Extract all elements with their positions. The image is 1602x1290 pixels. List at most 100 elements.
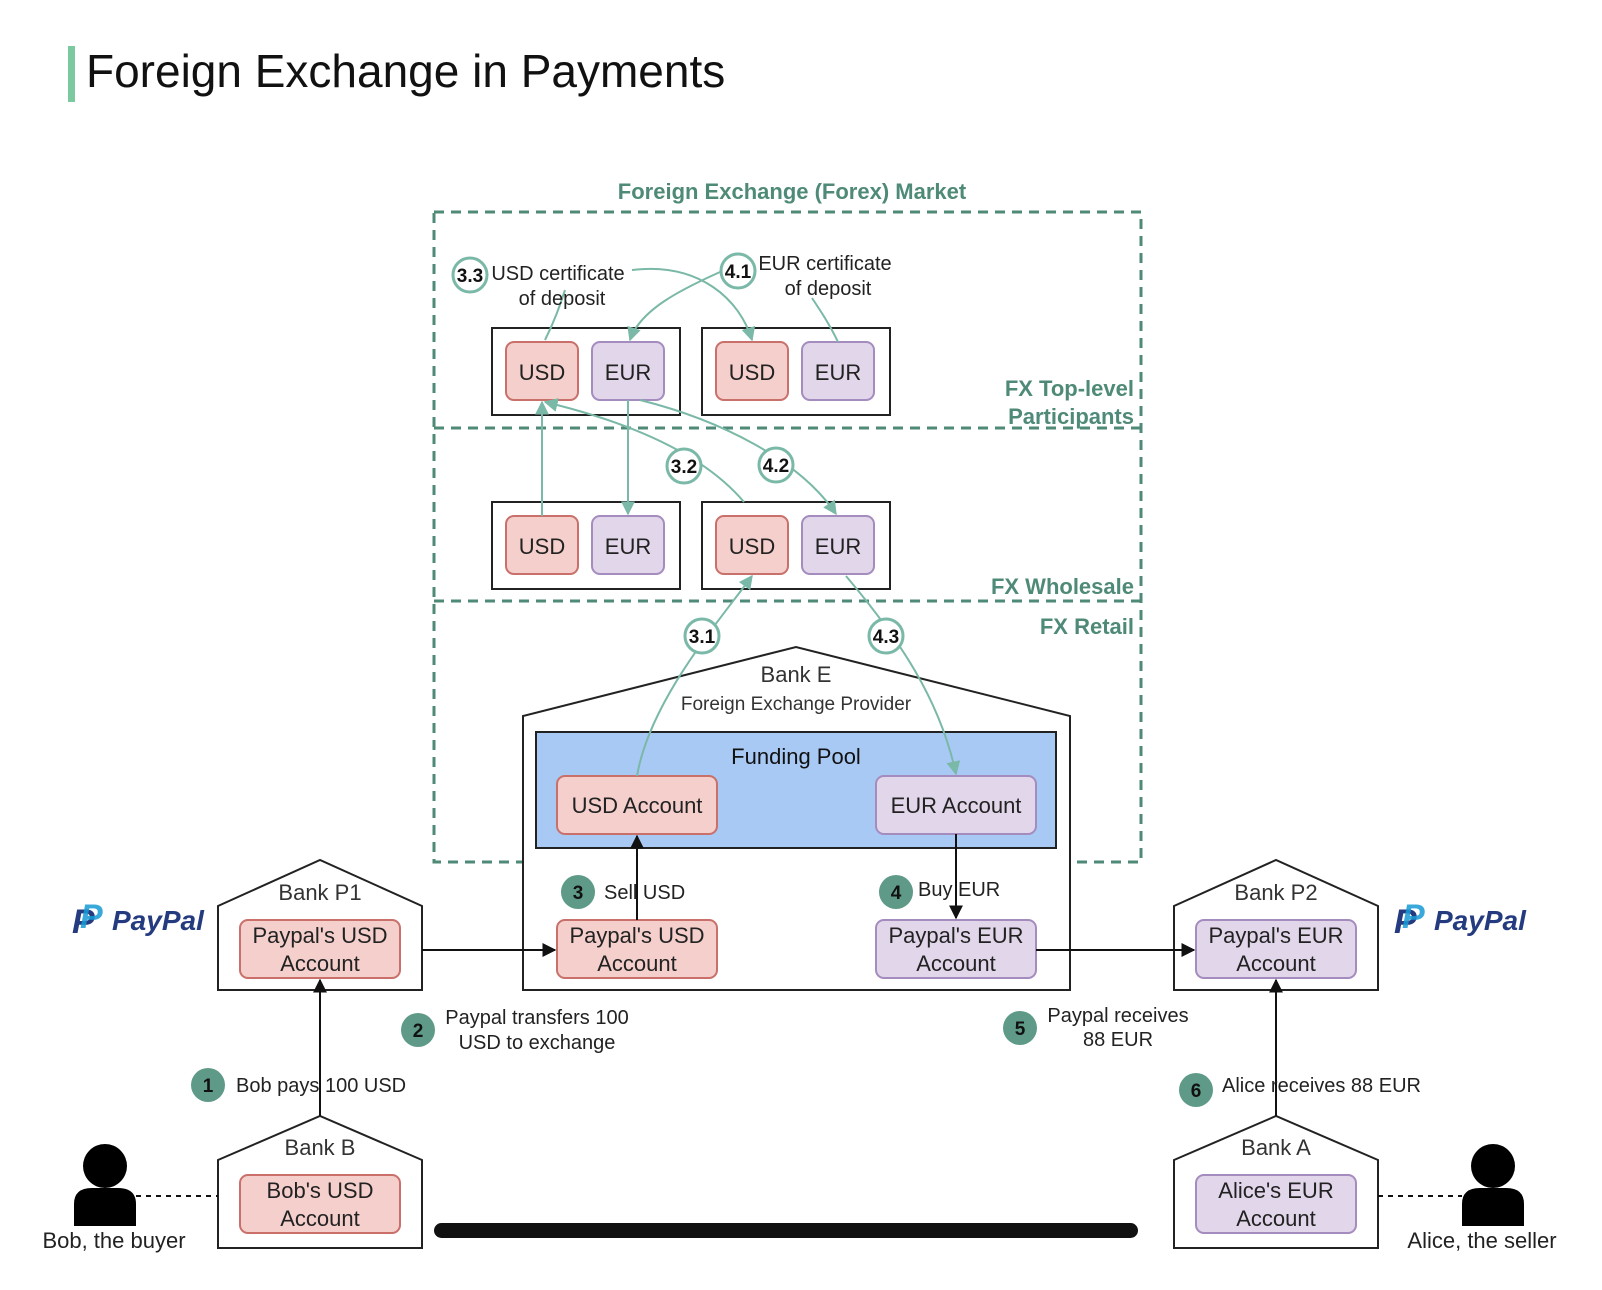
fx-arrows: [535, 267, 961, 777]
home-indicator[interactable]: [434, 1223, 1138, 1238]
wholesale-bank-right: USD EUR: [701, 501, 891, 590]
usd-label: USD: [519, 360, 565, 385]
svg-text:4.2: 4.2: [763, 456, 789, 477]
paypal-wordmark-left: PayPal: [112, 905, 205, 936]
bank-p2-name: Bank P2: [1234, 880, 1317, 905]
bob-usd-account-line2: Account: [280, 1206, 360, 1231]
badge-3: 3: [561, 875, 595, 909]
badge-6: 6: [1179, 1073, 1213, 1107]
svg-text:6: 6: [1191, 1081, 1202, 1102]
badge-4-3: 4.3: [867, 617, 905, 655]
svg-text:P: P: [1402, 898, 1425, 936]
badge-2: 2: [401, 1013, 435, 1047]
bank-p1-name: Bank P1: [278, 880, 361, 905]
alice-eur-account-line2: Account: [1236, 1206, 1316, 1231]
bank-a: Bank A Alice's EUR Account: [1173, 1114, 1379, 1249]
page-title: Foreign Exchange in Payments: [86, 45, 726, 97]
fx-wholesale-label: FX Wholesale: [991, 574, 1134, 599]
badge-4: 4: [879, 875, 913, 909]
svg-text:P: P: [80, 898, 103, 936]
person-icon: [1462, 1144, 1524, 1226]
step-5-label-1: Paypal receives: [1047, 1005, 1188, 1027]
step-3-3-label-1: USD certificate: [491, 263, 624, 285]
svg-text:3: 3: [573, 883, 584, 904]
svg-text:3.1: 3.1: [689, 627, 716, 648]
step-1-label: Bob pays 100 USD: [236, 1075, 406, 1097]
bank-e-paypal-usd-line1: Paypal's USD: [569, 923, 704, 948]
fx-top-level-label-1: FX Top-level: [1005, 376, 1134, 401]
badge-4-2: 4.2: [757, 446, 795, 484]
usd-account-label: USD Account: [572, 793, 703, 818]
paypal-logo-left: P P PayPal: [72, 898, 205, 941]
usd-label: USD: [519, 534, 565, 559]
badge-5: 5: [1003, 1011, 1037, 1045]
title-accent-bar: [68, 46, 75, 102]
bank-p1-account-line1: Paypal's USD: [252, 923, 387, 948]
svg-text:4.3: 4.3: [873, 627, 899, 648]
step-2-label-2: USD to exchange: [459, 1032, 616, 1054]
step-4-1-label-1: EUR certificate: [758, 253, 891, 275]
svg-text:4: 4: [891, 883, 902, 904]
bank-e-subtitle: Foreign Exchange Provider: [681, 694, 912, 715]
bank-e-paypal-usd-line2: Account: [597, 951, 677, 976]
badge-1: 1: [191, 1068, 225, 1102]
usd-label: USD: [729, 360, 775, 385]
eur-account-label: EUR Account: [891, 793, 1022, 818]
step-3-label: Sell USD: [604, 882, 685, 904]
paypal-logo-right: P P PayPal: [1394, 898, 1527, 941]
badge-4-1: 4.1: [719, 252, 757, 290]
step-6-label: Alice receives 88 EUR: [1222, 1075, 1421, 1097]
alice-eur-account: [1195, 1174, 1357, 1234]
fx-retail-label: FX Retail: [1040, 614, 1134, 639]
bank-b-name: Bank B: [285, 1135, 356, 1160]
paypal-wordmark-right: PayPal: [1434, 905, 1527, 936]
alice-eur-account-line1: Alice's EUR: [1218, 1178, 1333, 1203]
svg-text:3.3: 3.3: [457, 266, 483, 287]
step-2-label-1: Paypal transfers 100: [445, 1007, 628, 1029]
top-level-bank-left: USD EUR: [491, 327, 681, 416]
bank-p2-account: [1195, 919, 1357, 979]
bank-p1-account: [239, 919, 401, 979]
bank-a-name: Bank A: [1241, 1135, 1311, 1160]
bank-e: Bank E Foreign Exchange Provider Funding…: [522, 645, 1071, 991]
badge-3-1: 3.1: [683, 617, 721, 655]
step-4-label: Buy EUR: [918, 879, 1000, 901]
badge-3-3: 3.3: [451, 256, 489, 294]
svg-text:1: 1: [203, 1076, 214, 1097]
forex-market-label: Foreign Exchange (Forex) Market: [618, 179, 967, 204]
bank-e-paypal-eur-line1: Paypal's EUR: [888, 923, 1023, 948]
eur-label: EUR: [605, 360, 651, 385]
person-icon: [74, 1144, 136, 1226]
step-5-label-2: 88 EUR: [1083, 1029, 1153, 1051]
funding-pool-label: Funding Pool: [731, 744, 861, 769]
svg-text:P: P: [1394, 903, 1417, 941]
payment-flow-arrows: [136, 834, 1462, 1197]
svg-text:3.2: 3.2: [671, 457, 697, 478]
bob-usd-account: [239, 1174, 401, 1234]
svg-text:5: 5: [1015, 1019, 1026, 1040]
bank-p2: Bank P2 Paypal's EUR Account: [1173, 858, 1379, 991]
eur-label: EUR: [605, 534, 651, 559]
svg-text:2: 2: [413, 1021, 424, 1042]
wholesale-bank-left: USD EUR: [491, 501, 681, 590]
bank-p1-account-line2: Account: [280, 951, 360, 976]
eur-label: EUR: [815, 360, 861, 385]
step-4-1-label-2: of deposit: [785, 278, 872, 300]
bank-p2-account-line2: Account: [1236, 951, 1316, 976]
bank-p1: Bank P1 Paypal's USD Account: [217, 858, 423, 991]
bank-e-name: Bank E: [761, 662, 832, 687]
fx-top-level-label-2: Participants: [1008, 404, 1134, 429]
bank-p2-account-line1: Paypal's EUR: [1208, 923, 1343, 948]
top-level-bank-right: USD EUR: [701, 327, 891, 416]
usd-label: USD: [729, 534, 775, 559]
svg-text:P: P: [72, 903, 95, 941]
bob-label: Bob, the buyer: [42, 1228, 185, 1253]
bob-usd-account-line1: Bob's USD: [267, 1178, 374, 1203]
eur-label: EUR: [815, 534, 861, 559]
step-3-3-label-2: of deposit: [519, 288, 606, 310]
alice-label: Alice, the seller: [1407, 1228, 1556, 1253]
bank-e-paypal-eur-line2: Account: [916, 951, 996, 976]
badge-3-2: 3.2: [665, 447, 703, 485]
svg-text:4.1: 4.1: [725, 262, 752, 283]
